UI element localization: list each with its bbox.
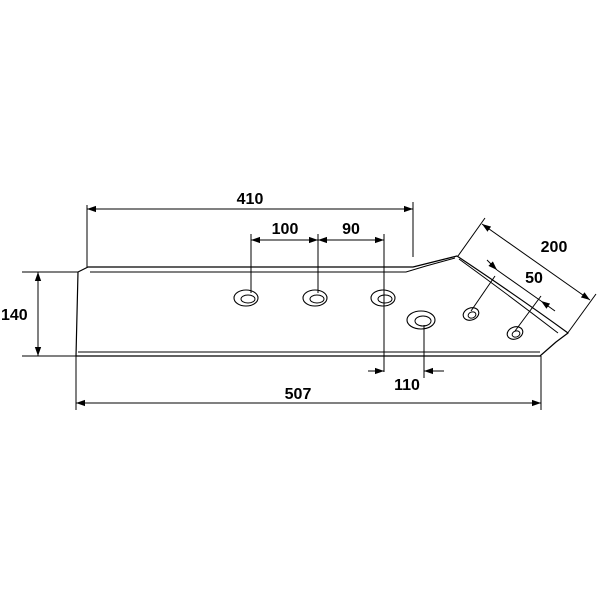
dimension-50-label: 50	[525, 270, 543, 287]
dimension-50: 50	[470, 259, 556, 332]
blade-body	[75, 255, 569, 357]
hole-2	[302, 289, 328, 307]
dimension-100-label: 100	[272, 221, 299, 238]
dimension-110: 110	[368, 325, 444, 394]
dimension-90-label: 90	[342, 221, 360, 238]
hole-1	[233, 289, 259, 307]
dimension-200-label: 200	[541, 239, 568, 256]
holes	[233, 289, 524, 340]
dimension-100: 100	[250, 221, 319, 293]
dimension-507-label: 507	[285, 386, 312, 403]
dimension-410: 410	[86, 191, 414, 267]
dimension-200: 200	[457, 217, 597, 335]
dimension-507: 507	[75, 356, 542, 410]
hole-4	[406, 310, 436, 330]
tip-bevel-line	[458, 258, 559, 334]
dimension-140-label: 140	[1, 307, 28, 324]
dimension-140: 140	[1, 271, 78, 357]
top-bevel-line	[90, 257, 456, 273]
hole-6	[506, 326, 524, 340]
dimension-110-label: 110	[394, 377, 420, 394]
hole-5	[462, 307, 480, 321]
blade-outline	[75, 255, 569, 357]
dimension-90: 90	[318, 221, 385, 372]
hole-3	[370, 289, 396, 307]
dimension-410-label: 410	[237, 191, 264, 208]
